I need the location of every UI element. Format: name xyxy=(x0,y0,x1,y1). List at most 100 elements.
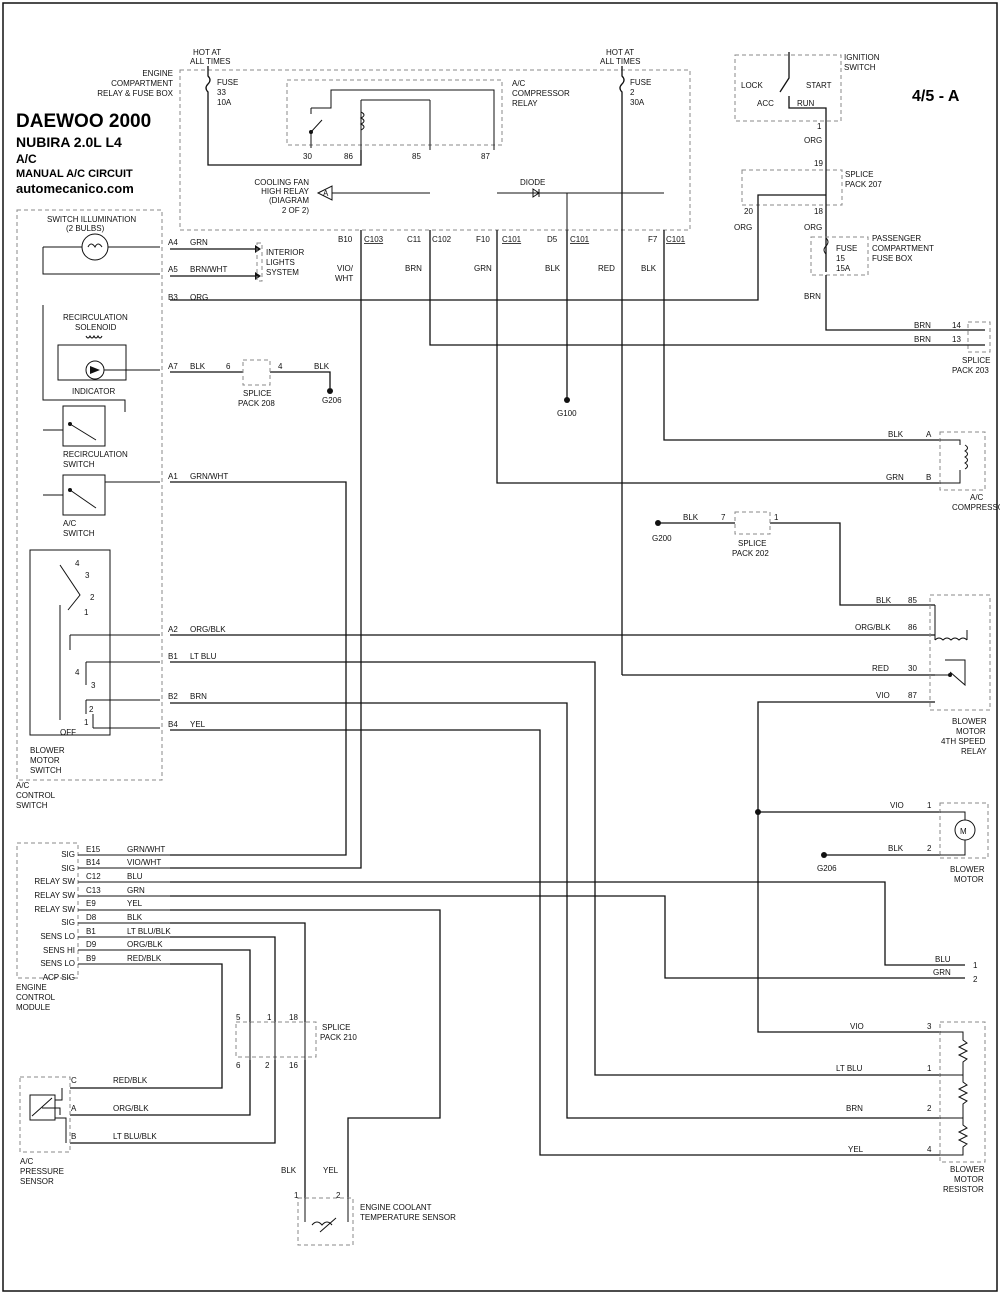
svg-text:START: START xyxy=(806,81,832,90)
ground-g100: G100 xyxy=(557,397,577,418)
svg-text:BLK: BLK xyxy=(281,1166,297,1175)
svg-text:B4: B4 xyxy=(168,720,178,729)
svg-text:ACP SIG: ACP SIG xyxy=(43,973,75,982)
svg-text:HOT AT: HOT AT xyxy=(606,48,634,57)
svg-text:SENSOR: SENSOR xyxy=(20,1177,54,1186)
svg-text:RESISTOR: RESISTOR xyxy=(943,1185,984,1194)
svg-text:B: B xyxy=(926,473,931,482)
svg-text:C102: C102 xyxy=(432,235,452,244)
svg-text:G206: G206 xyxy=(322,396,342,405)
svg-text:14: 14 xyxy=(952,321,961,330)
svg-text:BLOWER: BLOWER xyxy=(950,865,985,874)
svg-text:TEMPERATURE SENSOR: TEMPERATURE SENSOR xyxy=(360,1213,456,1222)
svg-text:YEL: YEL xyxy=(127,899,143,908)
svg-text:SIG: SIG xyxy=(61,864,75,873)
ground-icon xyxy=(327,388,333,394)
svg-text:MODULE: MODULE xyxy=(16,1003,50,1012)
svg-text:LT BLU/BLK: LT BLU/BLK xyxy=(127,927,171,936)
svg-text:D9: D9 xyxy=(86,940,97,949)
svg-text:GRN/WHT: GRN/WHT xyxy=(127,845,165,854)
svg-text:PACK 210: PACK 210 xyxy=(320,1033,357,1042)
svg-text:ORG: ORG xyxy=(804,136,822,145)
svg-text:VIO: VIO xyxy=(876,691,890,700)
svg-text:MOTOR: MOTOR xyxy=(954,1175,984,1184)
svg-text:SWITCH ILLUMINATION: SWITCH ILLUMINATION xyxy=(47,215,136,224)
svg-text:LT BLU/BLK: LT BLU/BLK xyxy=(113,1132,157,1141)
svg-text:BLK: BLK xyxy=(545,264,561,273)
svg-text:FUSE: FUSE xyxy=(836,244,857,253)
svg-text:RELAY: RELAY xyxy=(512,99,538,108)
svg-text:87: 87 xyxy=(481,152,490,161)
svg-text:IGNITION: IGNITION xyxy=(844,53,880,62)
ignition-switch: IGNITION SWITCH LOCK START ACC RUN 1 ORG… xyxy=(170,52,985,331)
svg-text:CONTROL: CONTROL xyxy=(16,993,56,1002)
svg-text:SWITCH: SWITCH xyxy=(63,460,95,469)
svg-text:PACK 202: PACK 202 xyxy=(732,549,769,558)
svg-text:1: 1 xyxy=(927,801,932,810)
svg-text:MOTOR: MOTOR xyxy=(30,756,60,765)
svg-text:LOCK: LOCK xyxy=(741,81,763,90)
svg-text:30A: 30A xyxy=(630,98,645,107)
svg-text:SPLICE: SPLICE xyxy=(845,170,873,179)
svg-text:SIG: SIG xyxy=(61,918,75,927)
splice-pack-207 xyxy=(741,169,843,206)
svg-text:GRN: GRN xyxy=(127,886,145,895)
svg-text:SENS LO: SENS LO xyxy=(40,959,75,968)
svg-text:A1: A1 xyxy=(168,472,178,481)
svg-text:G200: G200 xyxy=(652,534,672,543)
svg-text:BLK: BLK xyxy=(876,596,892,605)
svg-text:HIGH RELAY: HIGH RELAY xyxy=(261,187,310,196)
svg-text:RED: RED xyxy=(872,664,889,673)
svg-text:4: 4 xyxy=(75,668,80,677)
model: NUBIRA 2.0L L4 xyxy=(16,134,122,150)
svg-text:BRN: BRN xyxy=(914,321,931,330)
svg-text:PRESSURE: PRESSURE xyxy=(20,1167,64,1176)
svg-text:6: 6 xyxy=(236,1061,241,1070)
svg-text:B2: B2 xyxy=(168,692,178,701)
svg-text:RED/BLK: RED/BLK xyxy=(127,954,162,963)
svg-text:2 OF 2): 2 OF 2) xyxy=(282,206,309,215)
site-name: automecanico.com xyxy=(16,181,134,196)
svg-text:3: 3 xyxy=(85,571,90,580)
svg-text:F10: F10 xyxy=(476,235,490,244)
page-ref: 4/5 - A xyxy=(912,88,960,105)
splice-pack-210: 5 1 18 6 2 16 SPLICE PACK 210 xyxy=(235,1013,357,1070)
svg-text:BLK: BLK xyxy=(127,913,143,922)
svg-text:85: 85 xyxy=(908,596,917,605)
svg-text:COOLING FAN: COOLING FAN xyxy=(254,178,309,187)
svg-text:BLK: BLK xyxy=(683,513,699,522)
svg-text:E9: E9 xyxy=(86,899,96,908)
ac-pressure-sensor: RED/BLK C ORG/BLK A LT BLU/BLK B A/C PRE… xyxy=(19,1076,157,1186)
svg-text:PACK 207: PACK 207 xyxy=(845,180,882,189)
svg-text:DIODE: DIODE xyxy=(520,178,545,187)
svg-text:C101: C101 xyxy=(570,235,590,244)
svg-text:1: 1 xyxy=(927,1064,932,1073)
blower-motor: M VIO 1 BLK 2 G206 BLOWER MOTOR xyxy=(755,801,989,884)
svg-text:GRN/WHT: GRN/WHT xyxy=(190,472,228,481)
svg-text:ALL TIMES: ALL TIMES xyxy=(190,57,230,66)
svg-text:INTERIOR: INTERIOR xyxy=(266,248,304,257)
svg-text:E15: E15 xyxy=(86,845,101,854)
diagram-header: DAEWOO 2000 NUBIRA 2.0L L4 A/C MANUAL A/… xyxy=(16,88,960,196)
svg-text:BLOWER: BLOWER xyxy=(30,746,65,755)
svg-text:PACK 208: PACK 208 xyxy=(238,399,275,408)
svg-text:BLOWER: BLOWER xyxy=(952,717,987,726)
ac-compressor-relay xyxy=(286,79,503,146)
svg-text:COMPRESSOR: COMPRESSOR xyxy=(952,503,1000,512)
svg-text:A: A xyxy=(323,189,329,198)
svg-text:GRN: GRN xyxy=(474,264,492,273)
svg-text:1: 1 xyxy=(84,718,89,727)
svg-text:PASSENGER: PASSENGER xyxy=(872,234,921,243)
svg-text:ORG/BLK: ORG/BLK xyxy=(113,1104,149,1113)
svg-text:18: 18 xyxy=(814,207,823,216)
ground-icon xyxy=(564,397,570,403)
svg-text:C13: C13 xyxy=(86,886,101,895)
svg-text:ORG/BLK: ORG/BLK xyxy=(190,625,226,634)
svg-text:VIO: VIO xyxy=(850,1022,864,1031)
engine-control-module: SIG SIG RELAY SW RELAY SW RELAY SW SIG S… xyxy=(16,842,978,1012)
svg-text:RELAY SW: RELAY SW xyxy=(34,891,75,900)
circuit-name: MANUAL A/C CIRCUIT xyxy=(16,168,133,180)
svg-text:BLK: BLK xyxy=(314,362,330,371)
svg-text:F7: F7 xyxy=(648,235,658,244)
